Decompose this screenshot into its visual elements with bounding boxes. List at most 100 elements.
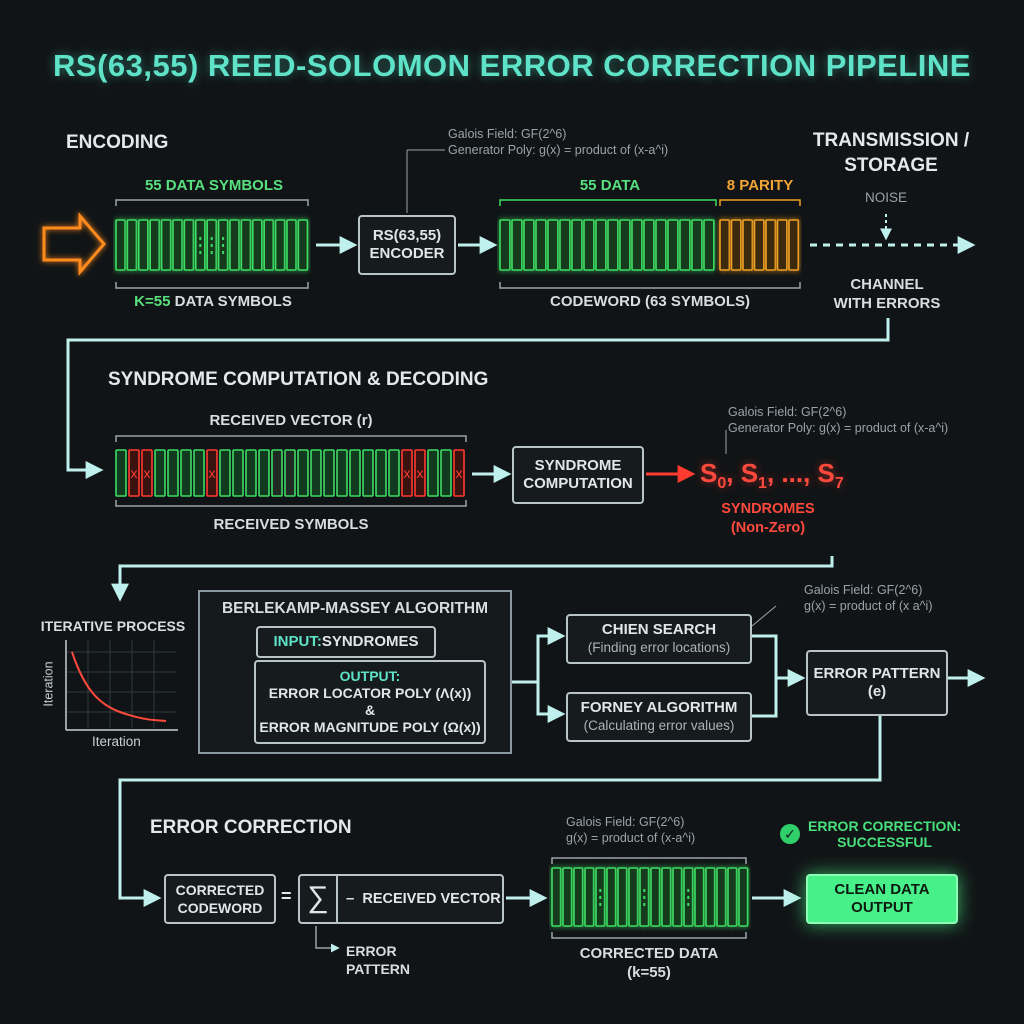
symbol-cell <box>595 219 607 271</box>
route-line <box>66 318 890 479</box>
bracket-top <box>115 435 467 442</box>
symbol-cell <box>232 449 244 497</box>
error-pattern-label: ERROR PATTERN <box>346 943 411 977</box>
bracket-top <box>499 199 717 206</box>
symbol-cell <box>183 219 195 271</box>
ellipsis-dot <box>210 244 213 247</box>
symbol-cell <box>694 867 705 927</box>
galois-note: Galois Field: GF(2^6) Generator Poly: g(… <box>728 405 949 435</box>
data-symbols-bottom-label: K=55 DATA SYMBOLS <box>134 293 292 310</box>
symbol-cell <box>160 219 172 271</box>
bracket-top <box>115 199 309 206</box>
symbol-cell <box>705 867 716 927</box>
corrected-data-label: CORRECTED DATA (k=55) <box>579 945 719 981</box>
ellipsis-dot <box>599 903 602 906</box>
data-count: 55 DATA SYMBOLS <box>144 177 284 194</box>
symbol-cell <box>691 219 703 271</box>
error-mark: x <box>131 465 138 481</box>
corrected-codeword-box: CORRECTED CODEWORD <box>164 874 276 924</box>
error-mark: x <box>209 465 216 481</box>
symbol-cell <box>149 219 160 271</box>
error-mark: x <box>404 465 411 481</box>
symbol-cell <box>583 219 595 271</box>
symbol-cell <box>115 449 127 497</box>
symbol-cell <box>388 449 400 497</box>
error-symbol-cell <box>453 449 465 497</box>
symbol-cell <box>628 867 639 927</box>
clean-data-output-box: CLEAN DATA OUTPUT <box>806 874 958 924</box>
syndrome-values: S0, S1, ..., S7 <box>700 458 844 493</box>
rs-encoder-box: RS(63,55) ENCODER <box>358 215 456 275</box>
equals-sign: = <box>281 886 292 906</box>
symbol-cell <box>551 867 562 927</box>
symbol-cell <box>617 867 628 927</box>
chien-search-box: CHIEN SEARCH (Finding error locations) <box>566 614 752 664</box>
codeword-label: CODEWORD (63 SYMBOLS) <box>549 293 750 310</box>
sum-received-box: ∑ – RECEIVED VECTOR <box>298 874 504 924</box>
symbol-cell <box>727 867 738 927</box>
route-line <box>118 716 882 907</box>
section-encoding: ENCODING <box>66 132 169 153</box>
codeword-parity-label: 8 PARITY <box>726 177 794 194</box>
iterative-chart <box>65 640 178 731</box>
forney-algorithm-box: FORNEY ALGORITHM (Calculating error valu… <box>566 692 752 742</box>
symbol-cell <box>274 219 286 271</box>
symbol-cell <box>427 449 439 497</box>
error-symbol-cell <box>141 449 153 497</box>
symbol-cell <box>245 449 257 497</box>
symbol-cell <box>573 867 584 927</box>
symbol-cell <box>138 219 149 271</box>
bm-output-box: OUTPUT: ERROR LOCATOR POLY (Λ(x)) & ERRO… <box>254 660 486 744</box>
ellipsis-dot <box>199 244 202 247</box>
callout-line <box>751 605 777 627</box>
symbol-cell <box>115 219 126 271</box>
route-line <box>111 556 834 602</box>
convergence-curve <box>71 651 167 722</box>
error-symbol-cell <box>206 449 218 497</box>
symbol-cell <box>716 867 727 927</box>
chart-x-label: Iteration <box>92 734 141 749</box>
merge-line <box>752 634 806 687</box>
symbol-cell <box>776 219 788 271</box>
merge-line <box>752 678 778 718</box>
bracket-bottom <box>499 282 801 289</box>
galois-note: Galois Field: GF(2^6) g(x) = product of … <box>566 815 696 845</box>
symbol-cell <box>523 219 535 271</box>
error-mark: x <box>144 465 151 481</box>
symbol-cell <box>730 219 742 271</box>
symbol-cell <box>765 219 777 271</box>
symbol-cell <box>252 219 263 271</box>
symbol-cell <box>349 449 361 497</box>
received-symbols-label: RECEIVED SYMBOLS <box>213 516 369 533</box>
galois-note: Galois Field: GF(2^6) g(x) = product of … <box>804 583 933 613</box>
ellipsis-dot <box>199 237 202 240</box>
syndromes-label: SYNDROMES (Non-Zero) <box>721 501 815 536</box>
galois-note: Galois Field: GF(2^6) Generator Poly: g(… <box>448 127 669 157</box>
input-arrow-icon <box>42 211 106 277</box>
symbol-cell <box>440 449 452 497</box>
codeword-data-array <box>499 219 715 271</box>
ellipsis-dot <box>210 237 213 240</box>
error-symbol-cell <box>128 449 140 497</box>
received-vector-label: RECEIVED VECTOR (r) <box>209 412 373 429</box>
symbol-cell <box>167 449 179 497</box>
ellipsis-dot <box>687 896 690 899</box>
sigma-icon: ∑ <box>300 876 338 922</box>
bracket-bottom <box>115 500 467 507</box>
check-icon: ✓ <box>780 824 800 844</box>
ellipsis-dot <box>222 237 225 240</box>
symbol-cell <box>263 219 275 271</box>
symbol-cell <box>229 219 240 271</box>
error-symbol-cell <box>401 449 413 497</box>
symbol-cell <box>661 867 672 927</box>
success-status: ✓ ERROR CORRECTION: SUCCESSFUL <box>780 818 961 850</box>
symbol-cell <box>172 219 183 271</box>
ellipsis-dot <box>210 251 213 254</box>
transmission-title: TRANSMISSION / STORAGE <box>812 130 970 176</box>
symbol-cell <box>788 219 800 271</box>
symbol-cell <box>240 219 252 271</box>
corrected-data-array <box>551 867 749 927</box>
branch-line <box>512 627 566 684</box>
